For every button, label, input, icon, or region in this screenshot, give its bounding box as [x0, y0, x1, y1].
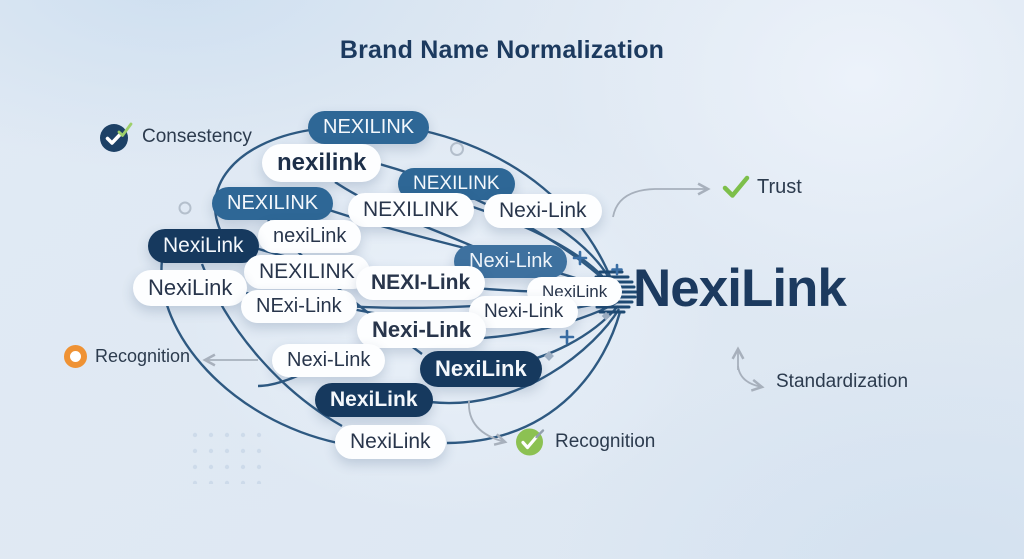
brand-variant-pill: NexiLink	[335, 425, 446, 460]
brand-variant-pill: nexilink	[262, 144, 382, 182]
label-recognition-left: Recognition	[64, 345, 190, 368]
brand-variant-pill: NexiLink	[315, 383, 433, 418]
label-recognition-bottom: Recognition	[515, 426, 655, 458]
brand-variant-pill: nexiLink	[258, 220, 362, 253]
page-title: Brand Name Normalization	[339, 36, 665, 64]
standardization-arrow-right	[737, 365, 762, 387]
brand-variant-pill: NEXILINK	[348, 193, 474, 228]
brand-variant-pill: NEXILINK	[244, 255, 370, 290]
brand-variant-pill: Nexi-Link	[484, 194, 602, 229]
label-recognition-bottom-text: Recognition	[555, 431, 656, 452]
brand-variant-pill: NExi-Link	[241, 290, 357, 323]
check-circle-icon	[100, 122, 133, 152]
brand-variant-pill: NEXI-Link	[356, 266, 486, 301]
brand-variant-pill: NEXILINK	[212, 187, 334, 220]
target-circle-icon	[64, 345, 87, 368]
check-icon	[722, 175, 750, 198]
brand-variant-pill: Nexi-Link	[469, 296, 579, 328]
annotation-arrows	[205, 189, 762, 442]
brand-variant-pill: NexiLink	[133, 270, 248, 306]
brand-variant-pill: Nexi-Link	[272, 344, 386, 377]
label-trust-text: Trust	[757, 175, 802, 198]
trust-arrow	[612, 189, 708, 218]
recognition-bottom-arrow	[468, 400, 505, 442]
brand-variant-pill: Nexi-Link	[357, 312, 487, 348]
normalized-brand-wordmark: NexiLink	[633, 259, 847, 318]
label-trust: Trust	[721, 173, 802, 201]
decorations	[178, 142, 623, 484]
label-standardization-text: Standardization	[776, 371, 909, 392]
brand-variant-pill: NexiLink	[420, 351, 542, 387]
brand-variant-pill: NexiLink	[148, 229, 259, 264]
check-circle-icon	[516, 428, 545, 456]
label-consistency: Consestency	[99, 119, 252, 155]
dot-grid	[185, 422, 267, 484]
label-consistency-text: Consestency	[142, 126, 252, 147]
brand-variant-pill: NEXILINK	[308, 111, 430, 144]
label-recognition-left-text: Recognition	[95, 346, 191, 366]
label-standardization: Standardization	[776, 371, 908, 393]
